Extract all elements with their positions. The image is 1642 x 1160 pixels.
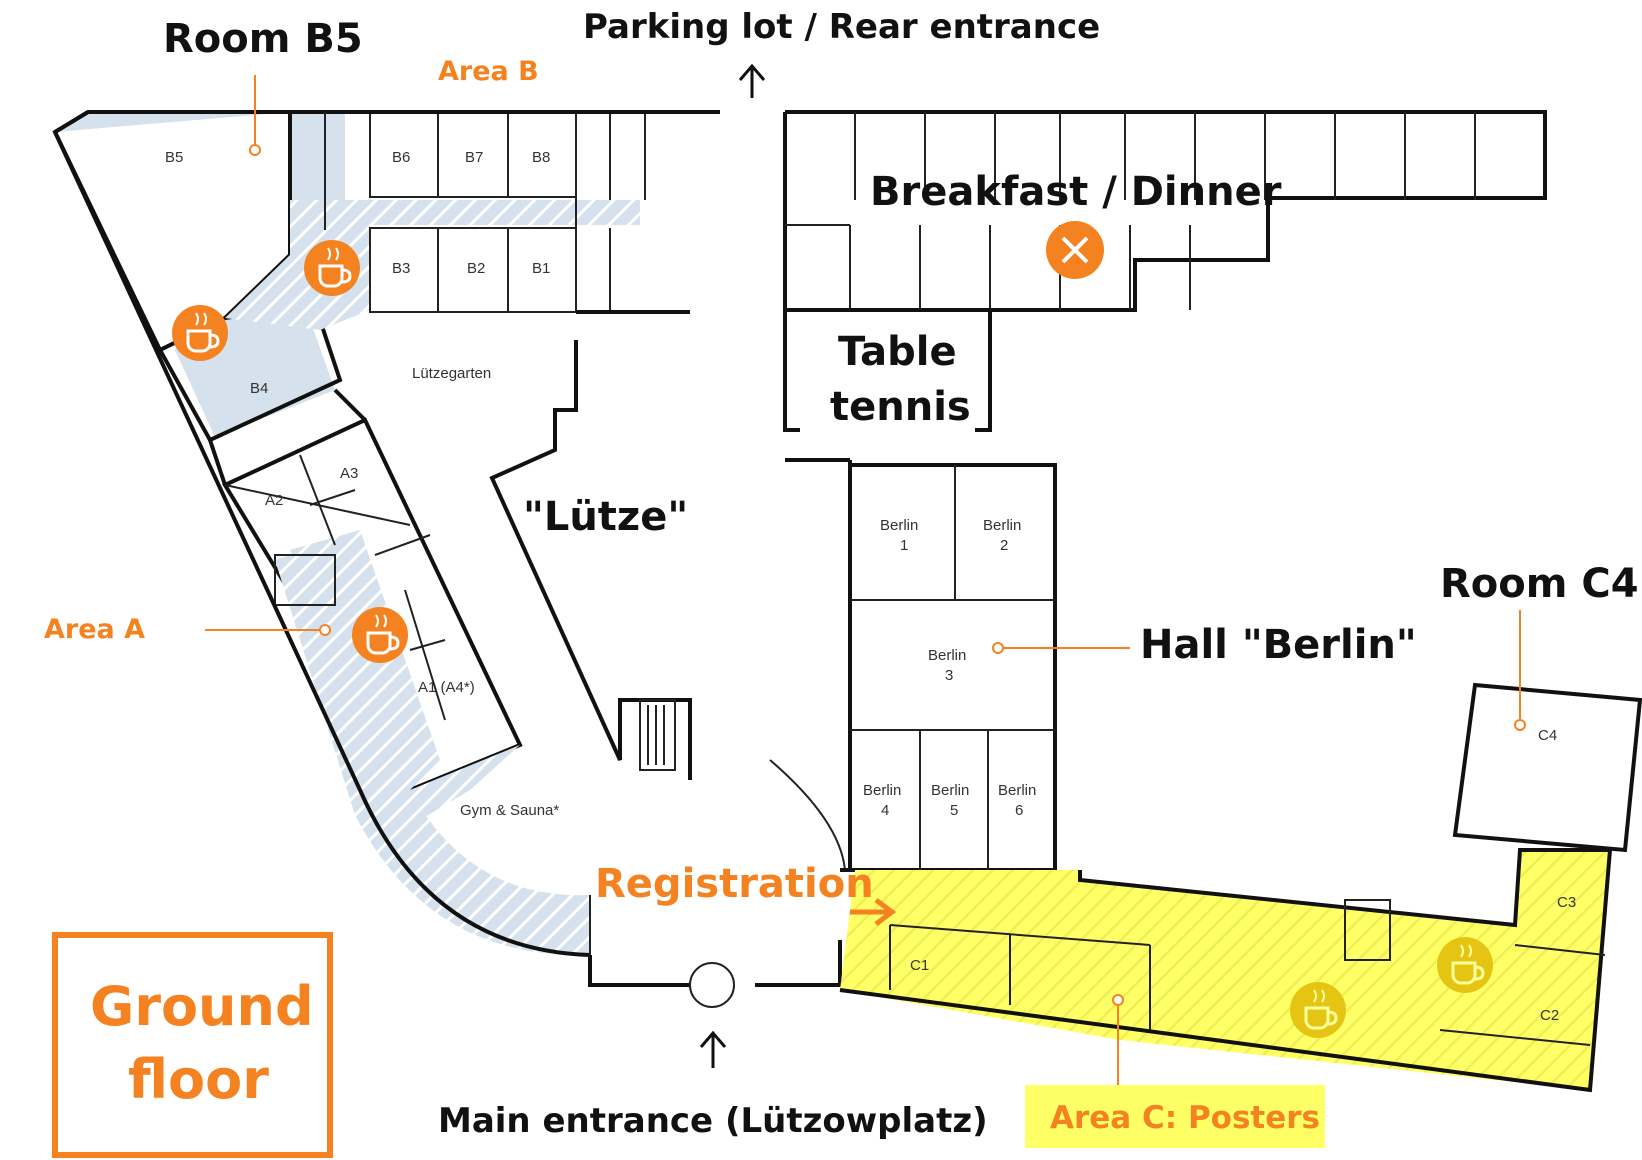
area-b-label: Area B [438, 56, 539, 87]
room-label: Berlin [983, 517, 1021, 534]
ground-floor-title-1: Ground [90, 975, 314, 1038]
room-label: 4 [881, 802, 889, 819]
registration-label: Registration [595, 861, 874, 907]
coffee-icon [304, 240, 360, 296]
main-entrance-label: Main entrance (Lützowplatz) [438, 1101, 988, 1141]
area-a-hatched-path [275, 540, 410, 815]
room-label: B7 [465, 149, 483, 166]
room-label: 6 [1015, 802, 1023, 819]
room-c4-label: Room C4 [1440, 561, 1639, 607]
room-label: B2 [467, 260, 485, 277]
area-c-label-box [1025, 1085, 1325, 1148]
area-a-label: Area A [44, 614, 145, 645]
room-label: C4 [1538, 727, 1557, 744]
arrow-up-icon [738, 63, 766, 98]
room-label: B6 [392, 149, 410, 166]
arrow-up-icon [699, 1030, 727, 1068]
coffee-icon [352, 607, 408, 663]
table-tennis-label-1: Table [838, 329, 957, 375]
breakfast-label: Breakfast / Dinner [870, 169, 1282, 215]
room-label: A2 [265, 492, 283, 509]
pointer-lines [205, 75, 1526, 1085]
room-label: C1 [910, 957, 929, 974]
room-label: Berlin [931, 782, 969, 799]
ground-floor-title-2: floor [128, 1048, 269, 1111]
area-c-block [839, 848, 1613, 1093]
area-c-label: Area C: Posters [1050, 1100, 1320, 1136]
room-label: C3 [1557, 894, 1576, 911]
room-b5-label: Room B5 [163, 16, 363, 62]
room-label: C2 [1540, 1007, 1559, 1024]
lutzegarten-label: Lützegarten [412, 365, 491, 382]
room-label: 5 [950, 802, 958, 819]
room-label: 1 [900, 537, 908, 554]
area-a-lower-corridor [355, 790, 590, 956]
cutlery-icon [1046, 221, 1104, 279]
room-label: Berlin [880, 517, 918, 534]
room-label: B5 [165, 149, 183, 166]
room-c4-shape [1452, 682, 1642, 853]
lutze-label: "Lütze" [523, 494, 688, 540]
table-tennis-label-2: tennis [830, 384, 971, 430]
coffee-icon [1437, 937, 1493, 993]
area-b-block [52, 110, 720, 443]
room-label: B1 [532, 260, 550, 277]
room-label: A3 [340, 465, 358, 482]
room-label: B4 [250, 380, 268, 397]
room-label: Berlin [998, 782, 1036, 799]
room-label: Berlin [863, 782, 901, 799]
room-label: Berlin [928, 647, 966, 664]
area-a-block [222, 417, 523, 820]
hall-berlin-label: Hall "Berlin" [1140, 622, 1417, 668]
area-b-corridor [225, 200, 640, 330]
room-label: B8 [532, 149, 550, 166]
arrow-right-icon [850, 898, 897, 926]
room-label: 3 [945, 667, 953, 684]
room-label: 2 [1000, 537, 1008, 554]
area-c-shape [840, 850, 1610, 1090]
room-label: B3 [392, 260, 410, 277]
table-tennis-room [783, 308, 992, 432]
ground-floor-box [52, 932, 333, 1158]
coffee-icon [172, 305, 228, 361]
room-label: A1 (A4*) [418, 679, 475, 696]
coffee-icon [1290, 982, 1346, 1038]
parking-label: Parking lot / Rear entrance [583, 7, 1100, 47]
gym-label: Gym & Sauna* [460, 802, 559, 819]
